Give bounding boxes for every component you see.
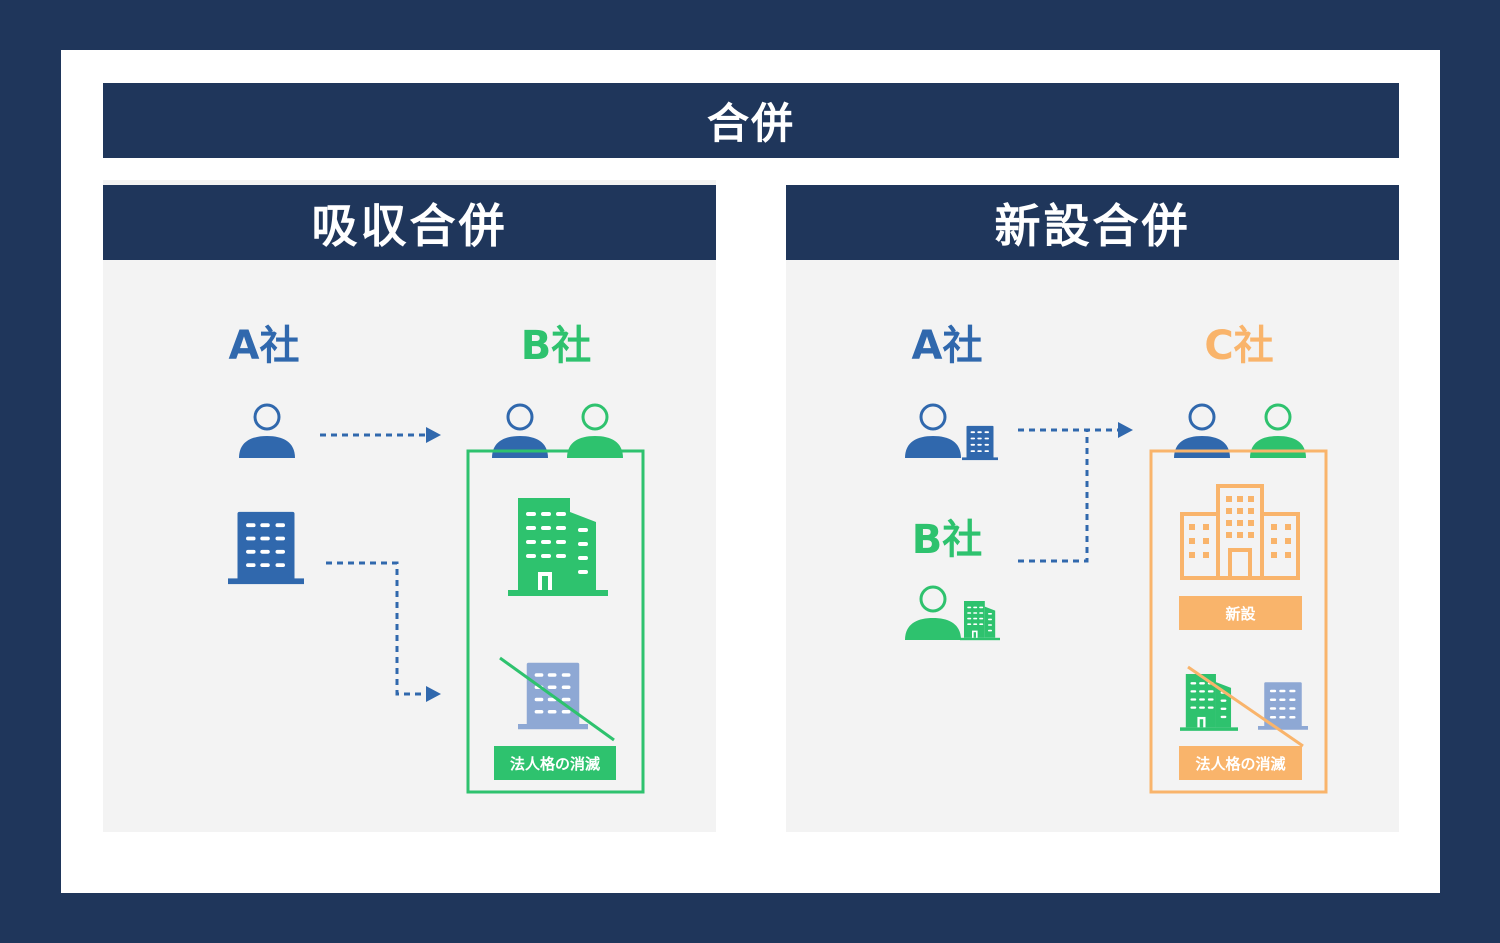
absorption-b-frame: [466, 449, 645, 794]
consolidation-strike-line: [1187, 665, 1304, 748]
consolidation-new-tag: 新設: [1179, 596, 1302, 630]
consolidation-a-person-icon: [903, 403, 963, 460]
absorption-strike-line: [499, 656, 615, 742]
absorption-b-building-icon: [508, 498, 608, 596]
consolidation-b-person-icon: [903, 585, 963, 642]
absorption-building-arrow: [326, 561, 441, 702]
consolidation-b-building-icon: [960, 601, 1000, 641]
consolidation-title: 新設合併: [786, 185, 1399, 260]
absorption-dissolved-tag: 法人格の消滅: [494, 746, 616, 780]
consolidation-dissolved-tag: 法人格の消滅: [1179, 746, 1302, 780]
absorption-a-person-icon: [237, 403, 297, 460]
consolidation-company-b-label: B社: [911, 517, 983, 563]
absorption-company-b-label: B社: [520, 323, 592, 369]
absorption-title: 吸収合併: [103, 185, 716, 260]
consolidation-c-building-icon: [1180, 484, 1300, 580]
consolidation-merge-arrow: [1018, 422, 1133, 563]
absorption-panel: [103, 180, 716, 832]
consolidation-c-frame: [1149, 449, 1328, 794]
absorption-company-a-label: A社: [228, 323, 300, 369]
consolidation-company-a-label: A社: [911, 323, 983, 369]
consolidation-a-building-icon: [962, 425, 998, 461]
consolidation-dissolved-a-building-icon: [1258, 682, 1308, 730]
consolidation-company-c-label: C社: [1204, 323, 1274, 369]
page-title: 合併: [103, 83, 1399, 158]
absorption-person-arrow: [320, 427, 441, 443]
absorption-a-building-icon: [228, 511, 304, 585]
